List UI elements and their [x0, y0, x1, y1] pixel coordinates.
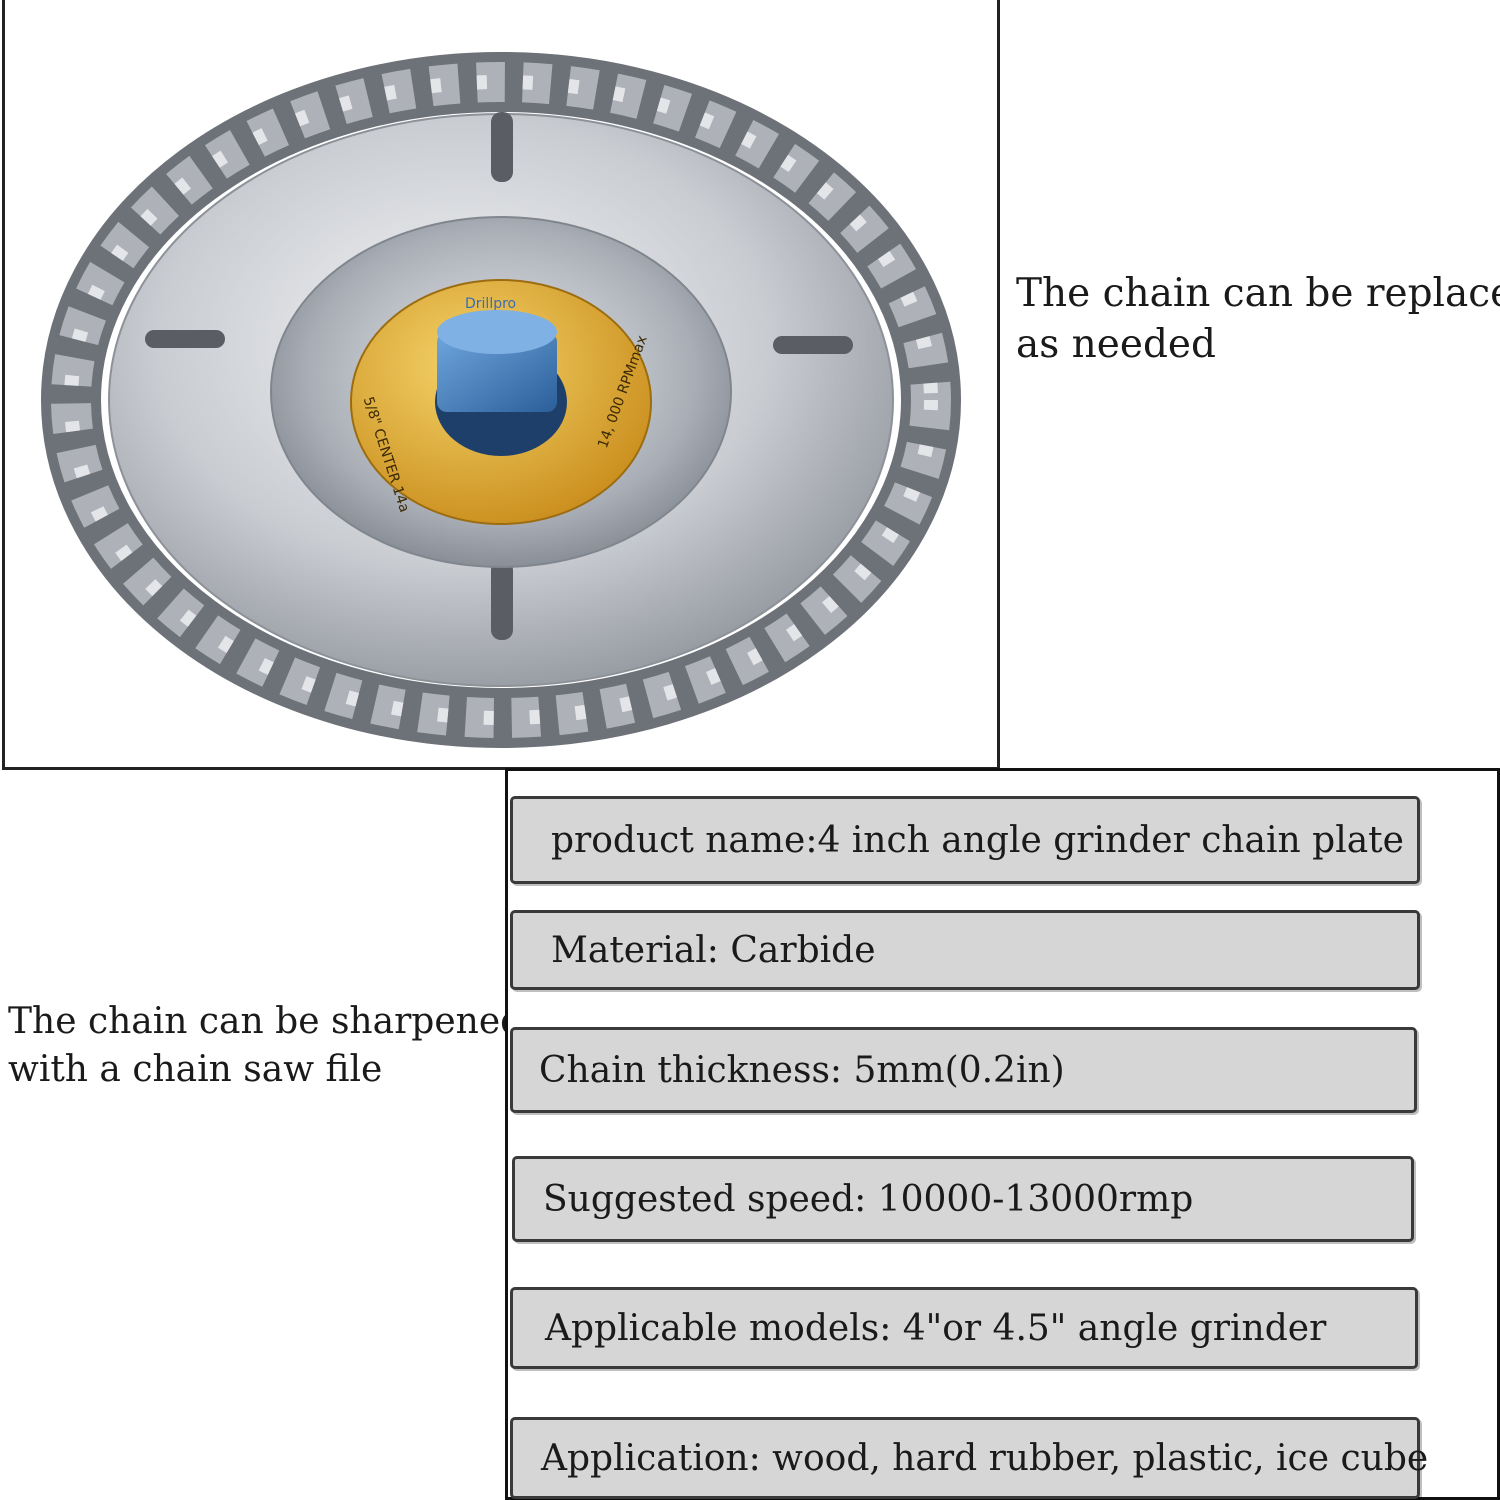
- specs-panel: product name:4 inch angle grinder chain …: [505, 768, 1500, 1500]
- spec-application: Application: wood, hard rubber, plastic,…: [510, 1417, 1428, 1499]
- spec-applicable-models: Applicable models: 4"or 4.5" angle grind…: [510, 1287, 1418, 1369]
- spec-chain-thickness: Chain thickness: 5mm(0.2in): [510, 1027, 1417, 1113]
- spec-product-name: product name:4 inch angle grinder chain …: [510, 796, 1420, 884]
- replace-chain-caption: The chain can be replaced as needed: [1016, 268, 1500, 370]
- spec-material: Material: Carbide: [510, 910, 1420, 990]
- chain-disc-illustration: Drillpro 5/8" CENTER 14a 14, 000 RPMmax: [41, 52, 961, 748]
- caption-line: The chain can be replaced: [1016, 271, 1500, 316]
- spec-suggested-speed: Suggested speed: 10000-13000rmp: [512, 1156, 1414, 1242]
- plate-slots: [145, 112, 853, 640]
- hub-brand-label: Drillpro: [465, 296, 516, 312]
- caption-line: with a chain saw file: [8, 1049, 383, 1090]
- product-photo: Drillpro 5/8" CENTER 14a 14, 000 RPMmax: [2, 0, 1000, 770]
- chain-ring: [41, 52, 961, 748]
- caption-line: The chain can be sharpened: [8, 1001, 506, 1042]
- blue-cap: [437, 310, 557, 412]
- caption-line: as needed: [1016, 322, 1216, 367]
- sharpen-chain-caption: The chain can be sharpened with a chain …: [8, 998, 506, 1094]
